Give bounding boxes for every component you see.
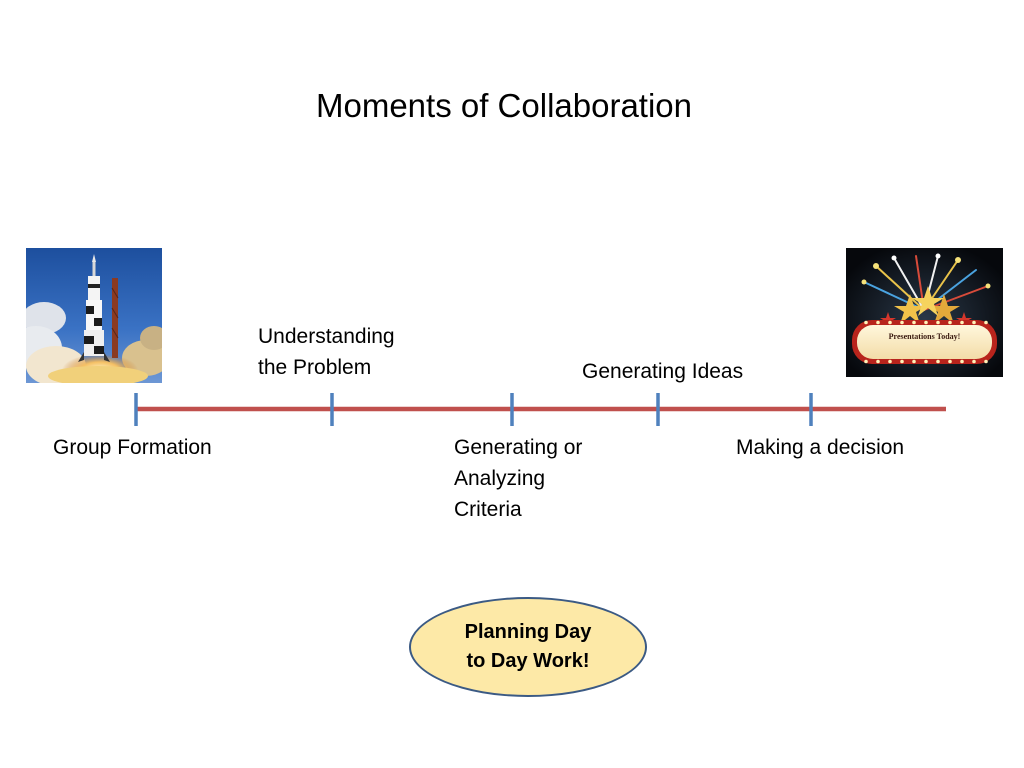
label-group-formation: Group Formation <box>53 436 212 459</box>
label-generating-ideas: Generating Ideas <box>582 360 744 383</box>
callout-text: Planning Day to Day Work! <box>448 618 608 676</box>
marquee-sign-text: Presentations Today! <box>888 332 961 341</box>
label-understanding-line1: Understanding <box>258 325 395 348</box>
slide-title: Moments of Collaboration <box>315 87 693 124</box>
label-criteria-line1: Generating or <box>454 436 583 459</box>
presentations-marquee-image: Presentations Today! <box>846 248 1003 377</box>
label-criteria-line2: Analyzing <box>454 467 546 490</box>
label-making-decision: Making a decision <box>736 436 905 459</box>
label-generating-criteria: Generating or Analyzing Criteria <box>454 432 582 525</box>
callout-line2: to Day Work! <box>466 650 590 672</box>
label-criteria-line3: Criteria <box>454 498 522 521</box>
callout-line1: Planning Day <box>464 621 592 643</box>
rocket-launch-image <box>26 248 162 383</box>
callout-planning-day: Planning Day to Day Work! <box>409 597 647 697</box>
label-understanding-line2: the Problem <box>258 356 372 379</box>
label-understanding-problem: Understanding the Problem <box>258 321 395 383</box>
